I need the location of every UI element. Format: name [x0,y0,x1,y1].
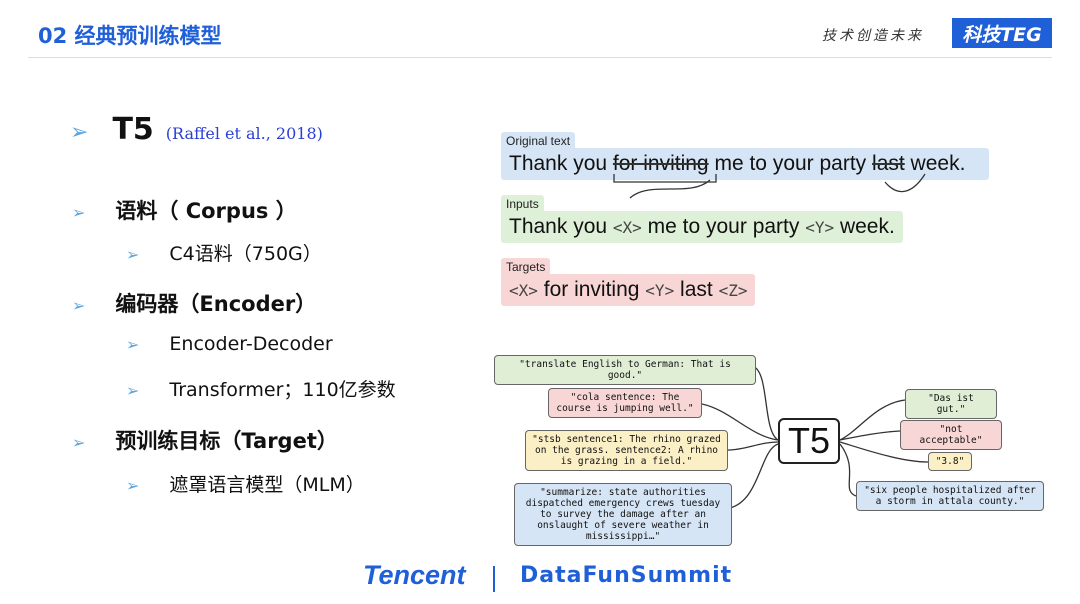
sub-bullet: ➢ 遮罩语言模型（MLM） [126,470,365,497]
arrow-bullet-icon: ➢ [72,433,86,452]
teg-logo-badge: 科技TEG [952,18,1052,48]
task-connector-lines [701,365,929,509]
sub-bullet: ➢ Transformer；110亿参数 [126,375,396,402]
sub-bullet: ➢ C4语料（750G） [126,239,322,266]
targets-tag: Targets [501,258,551,276]
tencent-logo: Tencent [363,560,466,590]
arrow-bullet-icon: ➢ [126,381,140,400]
output-cola: "not acceptable" [900,420,1002,450]
footer-separator [493,566,495,592]
bullet-label: 预训练目标（Target） [115,429,338,453]
targets-strip: <X> for inviting <Y> last <Z> [501,274,756,306]
connector [839,441,929,463]
sentinel-token: <X> [509,281,538,300]
sentinel-token: <Z> [718,281,748,300]
main-bullet: ➢ T5 (Raffel et al., 2018) [70,112,323,147]
connector [839,430,901,441]
t5-center-node: T5 [778,418,840,464]
section-title: 02 经典预训练模型 [38,24,222,48]
dropped-span: last [872,152,905,175]
header-divider [28,57,1052,58]
text-segment: week. [834,215,895,238]
sentinel-token: <Y> [645,281,675,300]
model-reference: (Raffel et al., 2018) [165,124,323,143]
original-text-tag: Original text [501,132,576,150]
bullet-corpus: ➢ 语料（ Corpus ） [72,195,297,225]
text-segment: me to your party [708,152,873,175]
sub-bullet-label: Transformer；110亿参数 [169,379,396,401]
text-segment: Thank you [509,215,613,238]
task-cola: "cola sentence: The course is jumping we… [548,388,702,418]
connector [701,403,779,441]
arrow-bullet-icon: ➢ [70,120,89,145]
sub-bullet-label: C4语料（750G） [169,243,322,265]
arrow-bullet-icon: ➢ [126,335,140,354]
span-connector-lines [613,173,926,199]
dropped-span: for inviting [612,152,709,175]
bullet-label: 编码器（Encoder） [115,292,317,316]
task-stsb: "stsb sentence1: The rhino grazed on the… [525,430,728,471]
connector [839,443,857,497]
curl-line [884,173,926,193]
arrow-bullet-icon: ➢ [72,296,86,315]
text-segment: me to your party [641,215,806,238]
bullet-target: ➢ 预训练目标（Target） [72,425,338,455]
model-title: T5 [112,112,154,147]
text-segment: for inviting [537,278,646,301]
text-segment: week. [904,152,966,175]
connector [727,441,779,451]
task-summarize: "summarize: state authorities dispatched… [514,483,732,546]
sub-bullet-label: 遮罩语言模型（MLM） [169,474,365,496]
arrow-bullet-icon: ➢ [126,245,140,264]
sub-bullet-label: Encoder-Decoder [169,333,333,355]
task-translate: "translate English to German: That is go… [494,355,756,385]
arrow-bullet-icon: ➢ [72,203,86,222]
event-name: DataFunSummit [520,563,733,588]
text-segment: last [674,278,719,301]
connector [839,399,906,441]
original-text-strip: Thank you for inviting me to your party … [501,148,989,180]
text-segment: Thank you [509,152,613,175]
output-translate: "Das ist gut." [905,389,997,419]
sentinel-token: <Y> [805,218,835,237]
sub-bullet: ➢ Encoder-Decoder [126,333,333,355]
inputs-strip: Thank you <X> me to your party <Y> week. [501,211,903,243]
output-summarize: "six people hospitalized after a storm i… [856,481,1044,511]
bracket-line [613,174,717,183]
connector [729,443,779,509]
slogan: 技术创造未来 [822,28,924,44]
connector [751,365,779,441]
sentinel-token: <X> [612,218,642,237]
curl-line [629,179,711,199]
bullet-encoder: ➢ 编码器（Encoder） [72,288,316,318]
output-stsb: "3.8" [928,452,972,471]
bullet-label: 语料（ Corpus ） [115,199,297,223]
arrow-bullet-icon: ➢ [126,476,140,495]
inputs-tag: Inputs [501,195,544,213]
